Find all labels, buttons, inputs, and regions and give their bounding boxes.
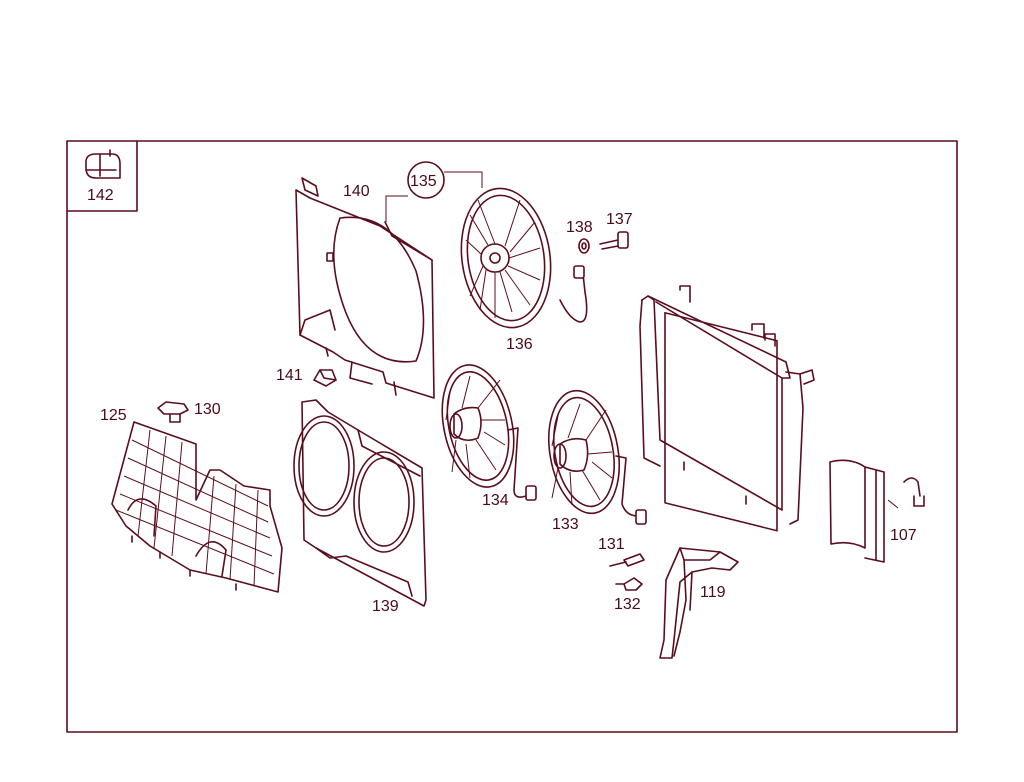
bolt-137 <box>599 231 629 250</box>
label-132: 132 <box>614 596 641 613</box>
label-133: 133 <box>552 516 579 533</box>
label-138: 138 <box>566 219 593 236</box>
clip-142-icon <box>85 149 121 179</box>
fan-133 <box>548 389 647 525</box>
air-deflector-107 <box>829 459 925 563</box>
label-136: 136 <box>506 336 533 353</box>
label-119: 119 <box>700 584 726 601</box>
label-134: 134 <box>482 492 509 509</box>
label-140: 140 <box>343 183 370 200</box>
clip-130 <box>157 401 189 423</box>
rivet-132 <box>615 577 643 591</box>
fan-shroud-139 <box>293 399 427 607</box>
washer-138 <box>578 238 590 254</box>
bracket-119 <box>659 547 739 659</box>
diagram-frame <box>66 140 958 733</box>
label-135: 135 <box>410 173 437 190</box>
label-137: 137 <box>606 211 633 228</box>
label-142: 142 <box>87 187 114 204</box>
radiator <box>639 285 815 532</box>
fan-shroud-140 <box>295 177 435 399</box>
label-131: 131 <box>598 536 625 553</box>
fan-134 <box>441 364 537 501</box>
label-130: 130 <box>194 401 221 418</box>
label-141: 141 <box>276 367 303 384</box>
nut-141 <box>313 369 337 387</box>
label-125: 125 <box>100 407 127 424</box>
grille-125 <box>111 421 283 593</box>
label-139: 139 <box>372 598 399 615</box>
push-pin-131 <box>609 553 645 567</box>
fan-136 <box>460 187 588 329</box>
inset-box <box>66 140 138 212</box>
callout-135 <box>385 161 483 222</box>
label-107: 107 <box>890 527 917 544</box>
